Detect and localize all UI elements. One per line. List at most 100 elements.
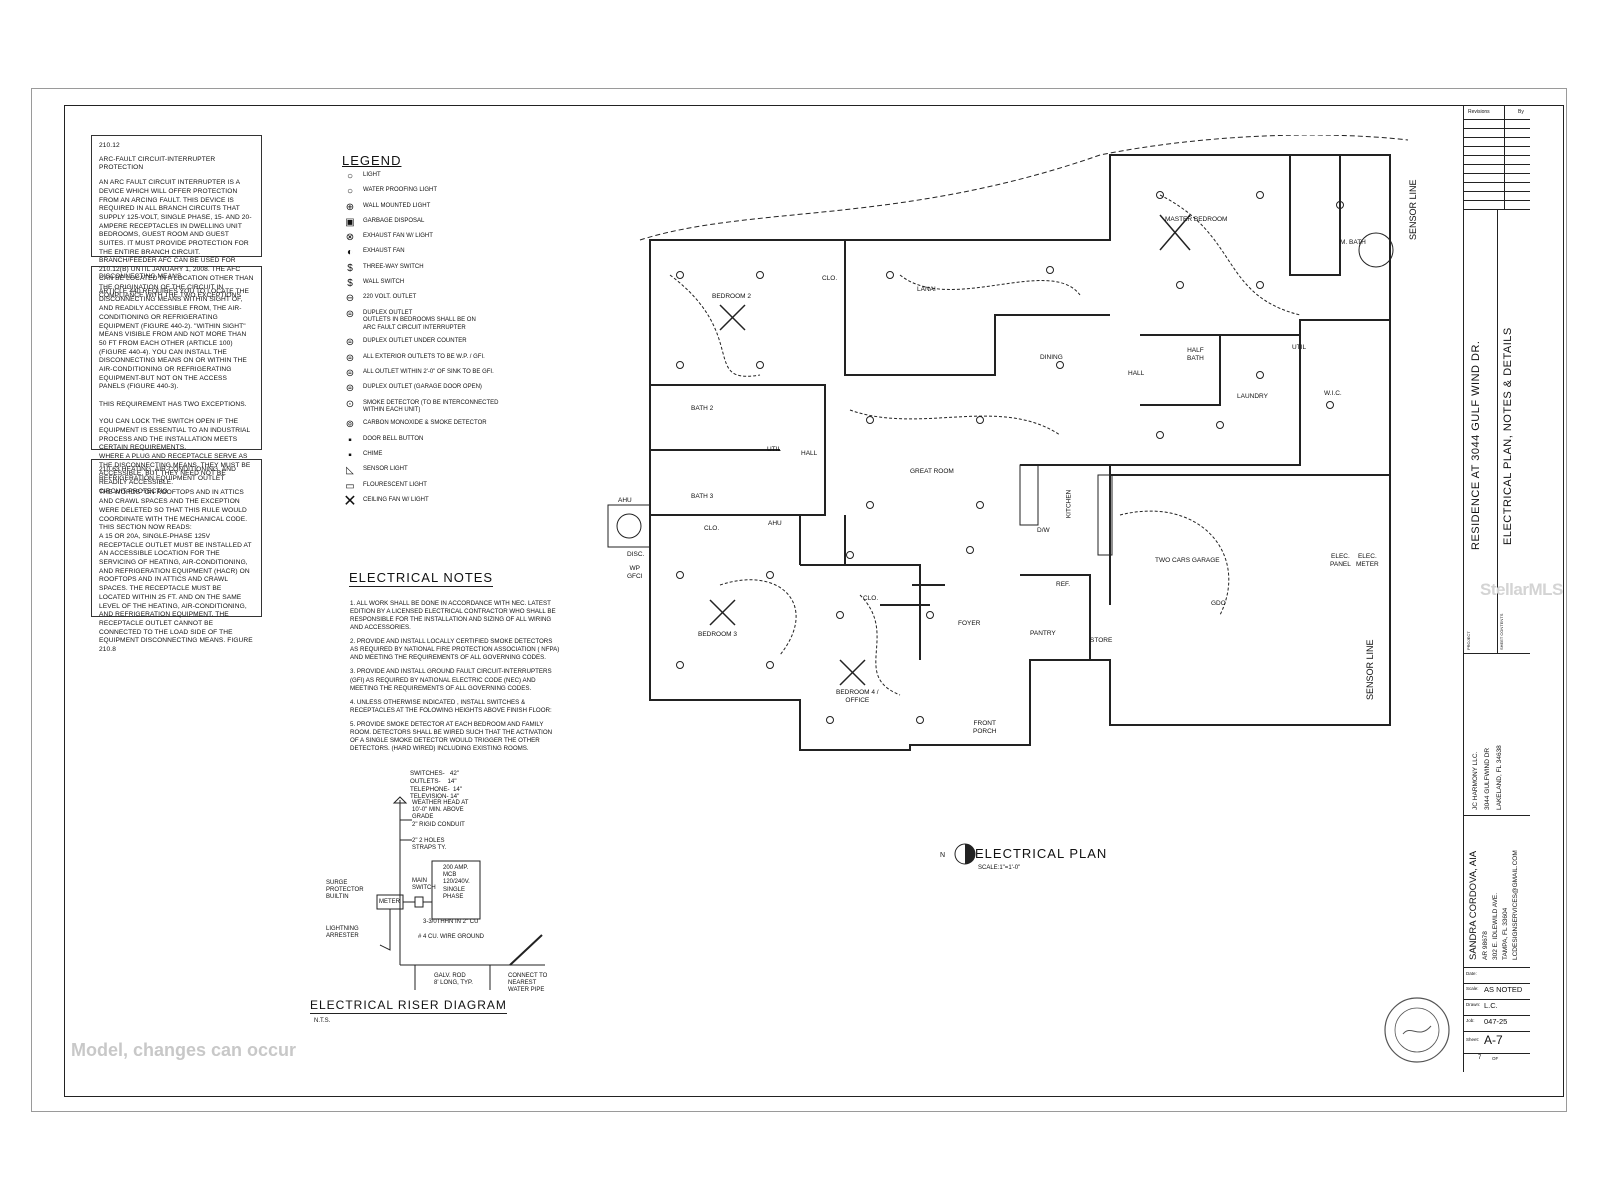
legend-item: ⊙SMOKE DETECTOR (TO BE INTERCONNECTED WI…	[337, 399, 537, 416]
room-bedroom2: BEDROOM 2	[712, 293, 752, 300]
light-fixture-icon	[766, 571, 774, 579]
220-icon: ⊖	[345, 293, 355, 305]
duplex-uc-icon: ⊜	[345, 337, 355, 349]
light-fixture-icon	[1326, 401, 1334, 409]
ceiling-fan-icon	[719, 304, 746, 331]
label-disc: DISC.	[627, 551, 645, 558]
legend-item-label: 220 VOLT. OUTLET	[363, 294, 417, 301]
ahu-unit	[607, 504, 651, 548]
gdo-icon: ⊜	[345, 383, 355, 395]
client-name: JC HARMONY LLC.	[1472, 751, 1479, 810]
scale-label: Scale:	[1466, 986, 1479, 991]
riser-conduit-label: 2" RIGID CONDUIT	[412, 822, 465, 828]
north-label: N	[940, 852, 946, 859]
legend-item-label: EXHAUST FAN	[363, 248, 405, 255]
legend-item: ⊚CARBON MONOXIDE & SMOKE DETECTOR	[337, 420, 537, 430]
legend-item: ✕ CEILING FAN W/ LIGHT	[337, 492, 537, 510]
riser-main-switch-label: MAIN SWITCH	[412, 878, 436, 892]
room-util1: UTIL	[1292, 344, 1307, 351]
electrical-note: 1. ALL WORK SHALL BE DONE IN ACCORDANCE …	[350, 600, 556, 632]
legend-item-label: ALL EXTERIOR OUTLETS TO BE W.P. / GFI.	[363, 353, 485, 360]
light-fixture-icon	[826, 716, 834, 724]
fan-icon: ✕	[343, 492, 357, 510]
label-ahu-ext: AHU	[618, 497, 632, 504]
legend-item: ⊜ DUPLEX OUTLET UNDER COUNTER	[337, 338, 537, 348]
legend-item-label: CEILING FAN W/ LIGHT	[363, 496, 429, 503]
light-fixture-icon	[756, 271, 764, 279]
scale-value: AS NOTED	[1484, 985, 1523, 994]
gfi-wp-icon: ⊜	[345, 352, 355, 364]
sheet-number: A-7	[1484, 1033, 1503, 1047]
legend-item-label: DUPLEX OUTLET (GARAGE DOOR OPEN)	[363, 384, 482, 391]
legend-item-label: FLOURESCENT LIGHT	[363, 481, 427, 488]
legend-item: ⊗EXHAUST FAN W/ LIGHT	[337, 233, 537, 243]
switch3-icon: $	[347, 262, 353, 274]
by-label: By	[1518, 109, 1524, 115]
note-code: 210.63	[99, 466, 120, 473]
legend-item: ◺SENSOR LIGHT	[337, 466, 537, 476]
legend-item: ▭FLOURESCENT LIGHT	[337, 481, 537, 492]
riser-weather-head-label: WEATHER HEAD AT 10'-0" MIN. ABOVE GRADE	[412, 800, 469, 821]
light-fixture-icon	[916, 716, 924, 724]
electrical-note: 3. PROVIDE AND INSTALL GROUND FAULT CIRC…	[350, 668, 552, 692]
light-fixture-icon	[976, 416, 984, 424]
note-box-disconnecting: DISCONNECTING MEANS ARTICLE 440 REQUIRES…	[91, 266, 262, 495]
sheet-of-number: 7	[1478, 1055, 1482, 1061]
legend-item: ⊖ 220 VOLT. OUTLET	[337, 294, 537, 304]
legend-item: ⊜DUPLEX OUTLET OUTLETS IN BEDROOMS SHALL…	[337, 309, 537, 333]
legend-item: ○ WATER PROOFING LIGHT	[337, 187, 537, 197]
wp-light-icon: ○	[346, 186, 354, 198]
riser-lightning-label: LIGHTNING ARRESTER	[326, 926, 359, 940]
light-fixture-icon	[966, 546, 974, 554]
height-telephone: TELEPHONE- 14"	[410, 785, 463, 793]
sheet-title: ELECTRICAL PLAN, NOTES & DETAILS	[1502, 327, 1514, 545]
legend-item-label: DUPLEX OUTLET UNDER COUNTER	[363, 338, 467, 345]
riser-surge-label: SURGE PROTECTOR BUILTIN	[326, 880, 364, 901]
legend-item: ⊕WALL MOUNTED LIGHT	[337, 202, 537, 213]
note-heading: DISCONNECTING MEANS	[99, 273, 182, 280]
legend-item-label: WATER PROOFING LIGHT	[363, 187, 438, 194]
room-clo3: CLO.	[863, 595, 879, 602]
note-heading-text: HEATING, AIR-CONDITIONING, AND REFRIGERA…	[99, 466, 236, 482]
bell-btn-icon: ▪	[348, 434, 352, 446]
legend-item: ◐EXHAUST FAN	[337, 248, 537, 258]
project-title: RESIDENCE AT 3044 GULF WIND DR.	[1470, 340, 1482, 550]
riser-ground-label: # 4 CU. WIRE GROUND	[418, 934, 485, 940]
plan-scale: SCALE:1"=1'-0"	[978, 865, 1021, 871]
legend-list: ○LIGHT○WATER PROOFING LIGHT⊕WALL MOUNTED…	[337, 172, 537, 512]
legend-title: LEGEND	[342, 153, 402, 168]
height-television: TELEVISION- 14"	[410, 793, 460, 801]
light-fixture-icon	[886, 271, 894, 279]
plan-title: ELECTRICAL PLAN	[975, 846, 1108, 861]
electrical-notes-title: ELECTRICAL NOTES	[349, 570, 494, 587]
stellar-mls-logo: StellarMLS	[1480, 580, 1563, 599]
sheet-contents-label: Sheet Contents	[1499, 613, 1504, 650]
note-body: ARTICLE 440 REQUIRES YOU TO LOCATE THE D…	[99, 287, 251, 495]
exterior-wall	[649, 154, 1391, 751]
light-fixture-icon	[976, 501, 984, 509]
room-front-porch: FRONT PORCH	[973, 720, 997, 735]
room-bedroom3: BEDROOM 3	[698, 631, 738, 638]
note-body: AN ARC FAULT CIRCUIT INTERRUPTER IS A DE…	[99, 179, 254, 300]
legend-item-label: WALL MOUNTED LIGHT	[363, 202, 431, 209]
light-fixture-icon	[1056, 361, 1064, 369]
note-code: 210.12	[99, 142, 120, 149]
client-city: LAKELAND, FL 34638	[1496, 745, 1503, 810]
legend-item-label: EXHAUST FAN W/ LIGHT	[363, 233, 433, 240]
light-fixture-icon	[1156, 431, 1164, 439]
legend-item: ⊜ALL OUTLET WITHIN 2'-0" OF SINK TO BE G…	[337, 368, 537, 379]
room-foyer: FOYER	[958, 620, 981, 627]
room-dw: D/W	[1037, 527, 1050, 534]
room-clo2: CLO.	[704, 525, 720, 532]
legend-item: $WALL SWITCH	[337, 279, 537, 289]
label-sensor-top: SENSOR LINE	[1408, 179, 1418, 240]
main-switch-box	[414, 896, 424, 908]
legend-item-label: DOOR BELL BUTTON	[363, 435, 424, 442]
light-fixture-icon	[756, 361, 764, 369]
room-garage: TWO CARS GARAGE	[1155, 557, 1220, 564]
light-fixture-icon	[846, 551, 854, 559]
legend-item-label: CARBON MONOXIDE & SMOKE DETECTOR	[363, 420, 487, 427]
sheet-inner-border	[64, 105, 1564, 1097]
legend-item-label: DUPLEX OUTLET OUTLETS IN BEDROOMS SHALL …	[363, 309, 476, 332]
legend-item-label: ALL OUTLET WITHIN 2'-0" OF SINK TO BE GF…	[363, 368, 494, 375]
